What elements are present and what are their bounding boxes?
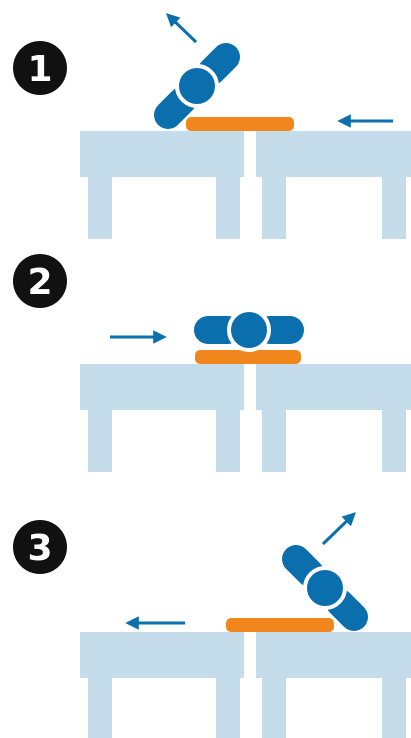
step-3-tables — [80, 632, 411, 738]
step-2-device — [194, 310, 304, 350]
step-3-number: 3 — [27, 528, 52, 569]
step-1: 1 — [13, 15, 411, 239]
step-3-up-right-arrow — [323, 514, 354, 544]
step-1-badge: 1 — [13, 41, 67, 95]
step-3-badge: 3 — [13, 520, 67, 574]
step-1-up-left-arrow — [168, 15, 196, 42]
step-2-number: 2 — [27, 262, 52, 303]
step-2: 2 — [13, 254, 411, 472]
step-1-tables — [80, 131, 411, 239]
step-3: 3 — [13, 514, 411, 738]
step-1-orange-bar — [186, 117, 294, 131]
step-2-orange-bar — [195, 350, 301, 364]
step-2-badge: 2 — [13, 254, 67, 308]
step-3-orange-bar — [226, 618, 334, 632]
step-2-tables — [80, 364, 411, 472]
step-1-number: 1 — [27, 49, 52, 90]
